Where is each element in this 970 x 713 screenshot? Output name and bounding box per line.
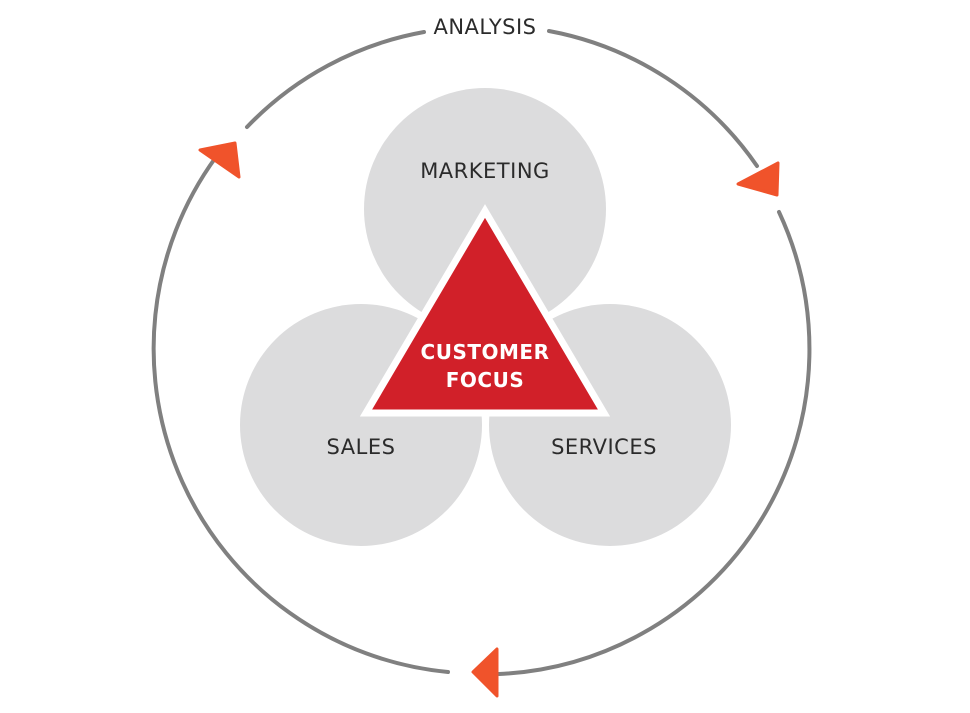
services-label: SERVICES (551, 435, 657, 459)
marketing-label: MARKETING (420, 159, 550, 183)
cycle-arrow-top-right-icon (736, 161, 780, 197)
ring-arc-left (151, 155, 450, 674)
ring-arc-right (497, 210, 812, 676)
cycle-arrow-bottom-icon (471, 647, 499, 698)
ring-arc-top-right (547, 29, 759, 168)
customer-focus-line2: FOCUS (446, 368, 525, 392)
customer-focus-triangle (359, 204, 611, 417)
analysis-label: ANALYSIS (433, 15, 536, 39)
cycle-arrow-top-left-icon (198, 141, 241, 179)
analysis-cycle-ring (151, 29, 812, 676)
sales-label: SALES (327, 435, 396, 459)
ring-arc-top-left (245, 30, 426, 129)
customer-focus-line1: CUSTOMER (421, 340, 550, 364)
